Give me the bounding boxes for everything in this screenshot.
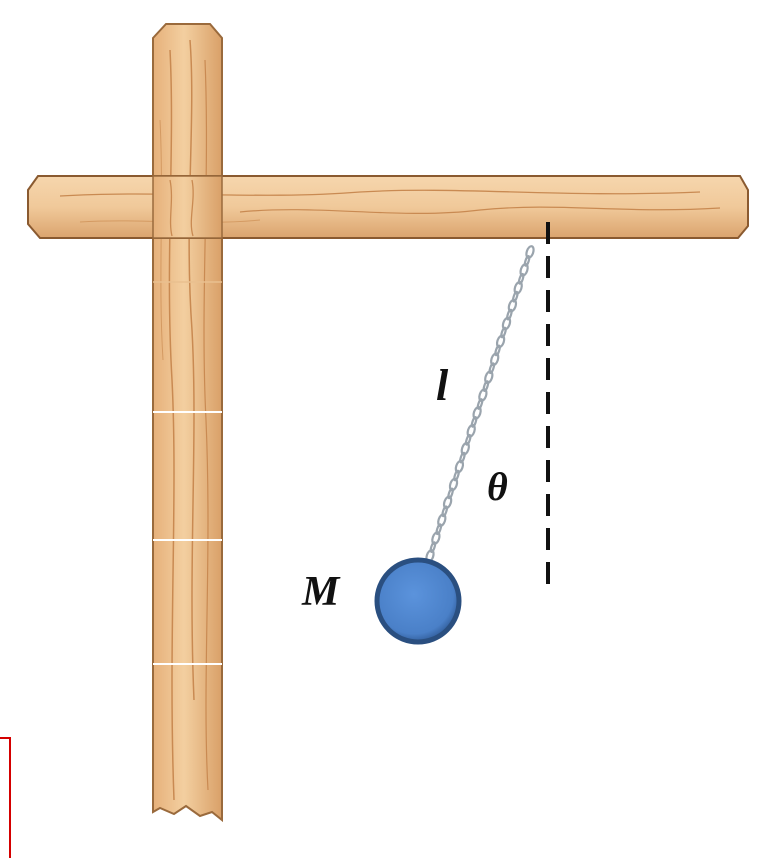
horizontal-beam (27, 175, 749, 239)
pendulum-chain (425, 245, 535, 563)
chain-link (484, 370, 494, 385)
chain-link (454, 459, 465, 474)
chain-link (500, 326, 507, 339)
chain-link (512, 290, 519, 303)
chain-link (476, 398, 484, 410)
chain-link (494, 344, 501, 357)
chain-link (453, 469, 460, 482)
chain-link (488, 362, 496, 375)
pendulum-bob (374, 557, 462, 645)
chain-link (441, 505, 448, 518)
chain-link (525, 245, 535, 259)
angle-label: θ (487, 464, 508, 509)
chain-link (506, 308, 513, 321)
chain-link (429, 541, 437, 553)
chain-link (460, 441, 470, 456)
chain-link (442, 495, 453, 510)
chain-link (447, 487, 454, 500)
frame-accent-line (0, 737, 11, 858)
chain-link (490, 352, 500, 367)
mass-label: M (301, 569, 341, 615)
chain-link (478, 388, 488, 402)
chain-link (448, 477, 459, 492)
chain-link (435, 523, 443, 536)
chain-link (459, 451, 466, 464)
chain-link (513, 280, 523, 295)
chain-link (523, 255, 531, 267)
vertical-post (152, 23, 223, 823)
chain-link (517, 272, 525, 285)
chain-link (519, 263, 529, 277)
chain-link (470, 416, 478, 428)
chain-link (482, 380, 490, 392)
length-label: l (436, 361, 449, 410)
chain-link (464, 433, 472, 446)
